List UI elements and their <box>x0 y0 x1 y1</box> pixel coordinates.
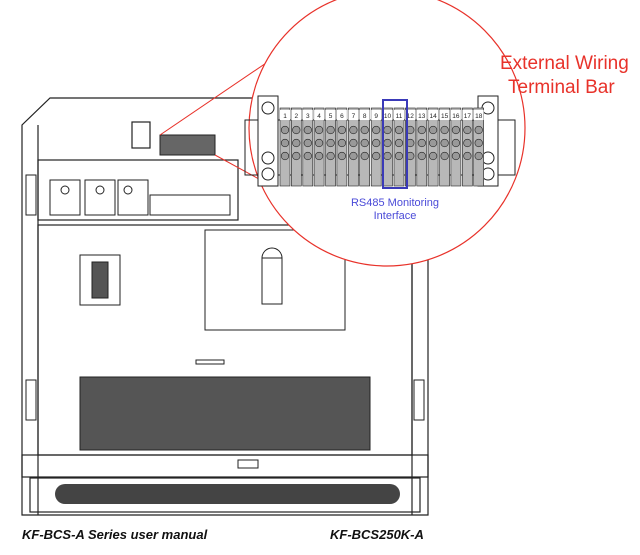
terminal-number: 5 <box>329 113 333 120</box>
terminal-number: 1 <box>283 113 287 120</box>
terminal-2: 2 <box>290 107 302 187</box>
terminal-7: 7 <box>348 107 359 187</box>
terminal-number: 4 <box>317 113 321 120</box>
terminal-12: 12 <box>404 107 416 187</box>
terminal-18: 18 <box>473 107 485 187</box>
vent-grid <box>79 376 371 451</box>
terminal-number: 14 <box>429 113 437 120</box>
terminal-11: 11 <box>393 107 405 187</box>
terminal-5: 5 <box>325 107 336 187</box>
terminal-number: 18 <box>475 113 483 120</box>
terminal-14: 14 <box>427 107 439 187</box>
switch <box>79 254 121 306</box>
terminal-number: 9 <box>374 113 378 120</box>
rs485-highlight-box <box>382 99 408 189</box>
terminal-bar-small <box>159 134 216 156</box>
terminal-13: 13 <box>416 107 428 187</box>
terminal-number: 3 <box>306 113 310 120</box>
terminal-number: 10 <box>384 113 392 120</box>
rs485-line2: Interface <box>373 210 417 222</box>
terminal-number: 7 <box>352 113 356 120</box>
terminal-number: 2 <box>294 113 298 120</box>
footer-left: KF-BCS-A Series user manual <box>22 527 208 542</box>
rs485-line1: RS485 Monitoring <box>350 197 440 209</box>
terminal-1: 1 <box>279 107 291 187</box>
rs485-label: RS485 Monitoring Interface <box>335 197 455 223</box>
terminal-number: 13 <box>418 113 426 120</box>
terminal-number: 11 <box>396 113 403 120</box>
breakers <box>49 179 231 216</box>
terminal-17: 17 <box>462 107 473 187</box>
callout-line1: External Wiring <box>500 53 629 74</box>
terminal-3: 3 <box>302 107 314 187</box>
terminal-6: 6 <box>336 107 348 187</box>
terminal-8: 8 <box>359 107 371 187</box>
footer-right: KF-BCS250K-A <box>330 527 424 542</box>
terminal-9: 9 <box>370 107 382 187</box>
terminal-number: 16 <box>452 113 460 120</box>
terminal-15: 15 <box>439 107 450 187</box>
terminal-16: 16 <box>450 107 462 187</box>
terminal-4: 4 <box>313 107 325 187</box>
terminal-number: 6 <box>340 113 344 120</box>
bottom-vent <box>55 484 400 504</box>
latch <box>237 459 259 469</box>
callout-label: External Wiring Terminal Bar <box>500 52 629 100</box>
terminal-number: 17 <box>464 113 472 120</box>
terminal-number: 8 <box>363 113 367 120</box>
terminal-number: 15 <box>441 113 449 120</box>
callout-line2: Terminal Bar <box>508 77 615 98</box>
terminal-number: 12 <box>407 113 415 120</box>
